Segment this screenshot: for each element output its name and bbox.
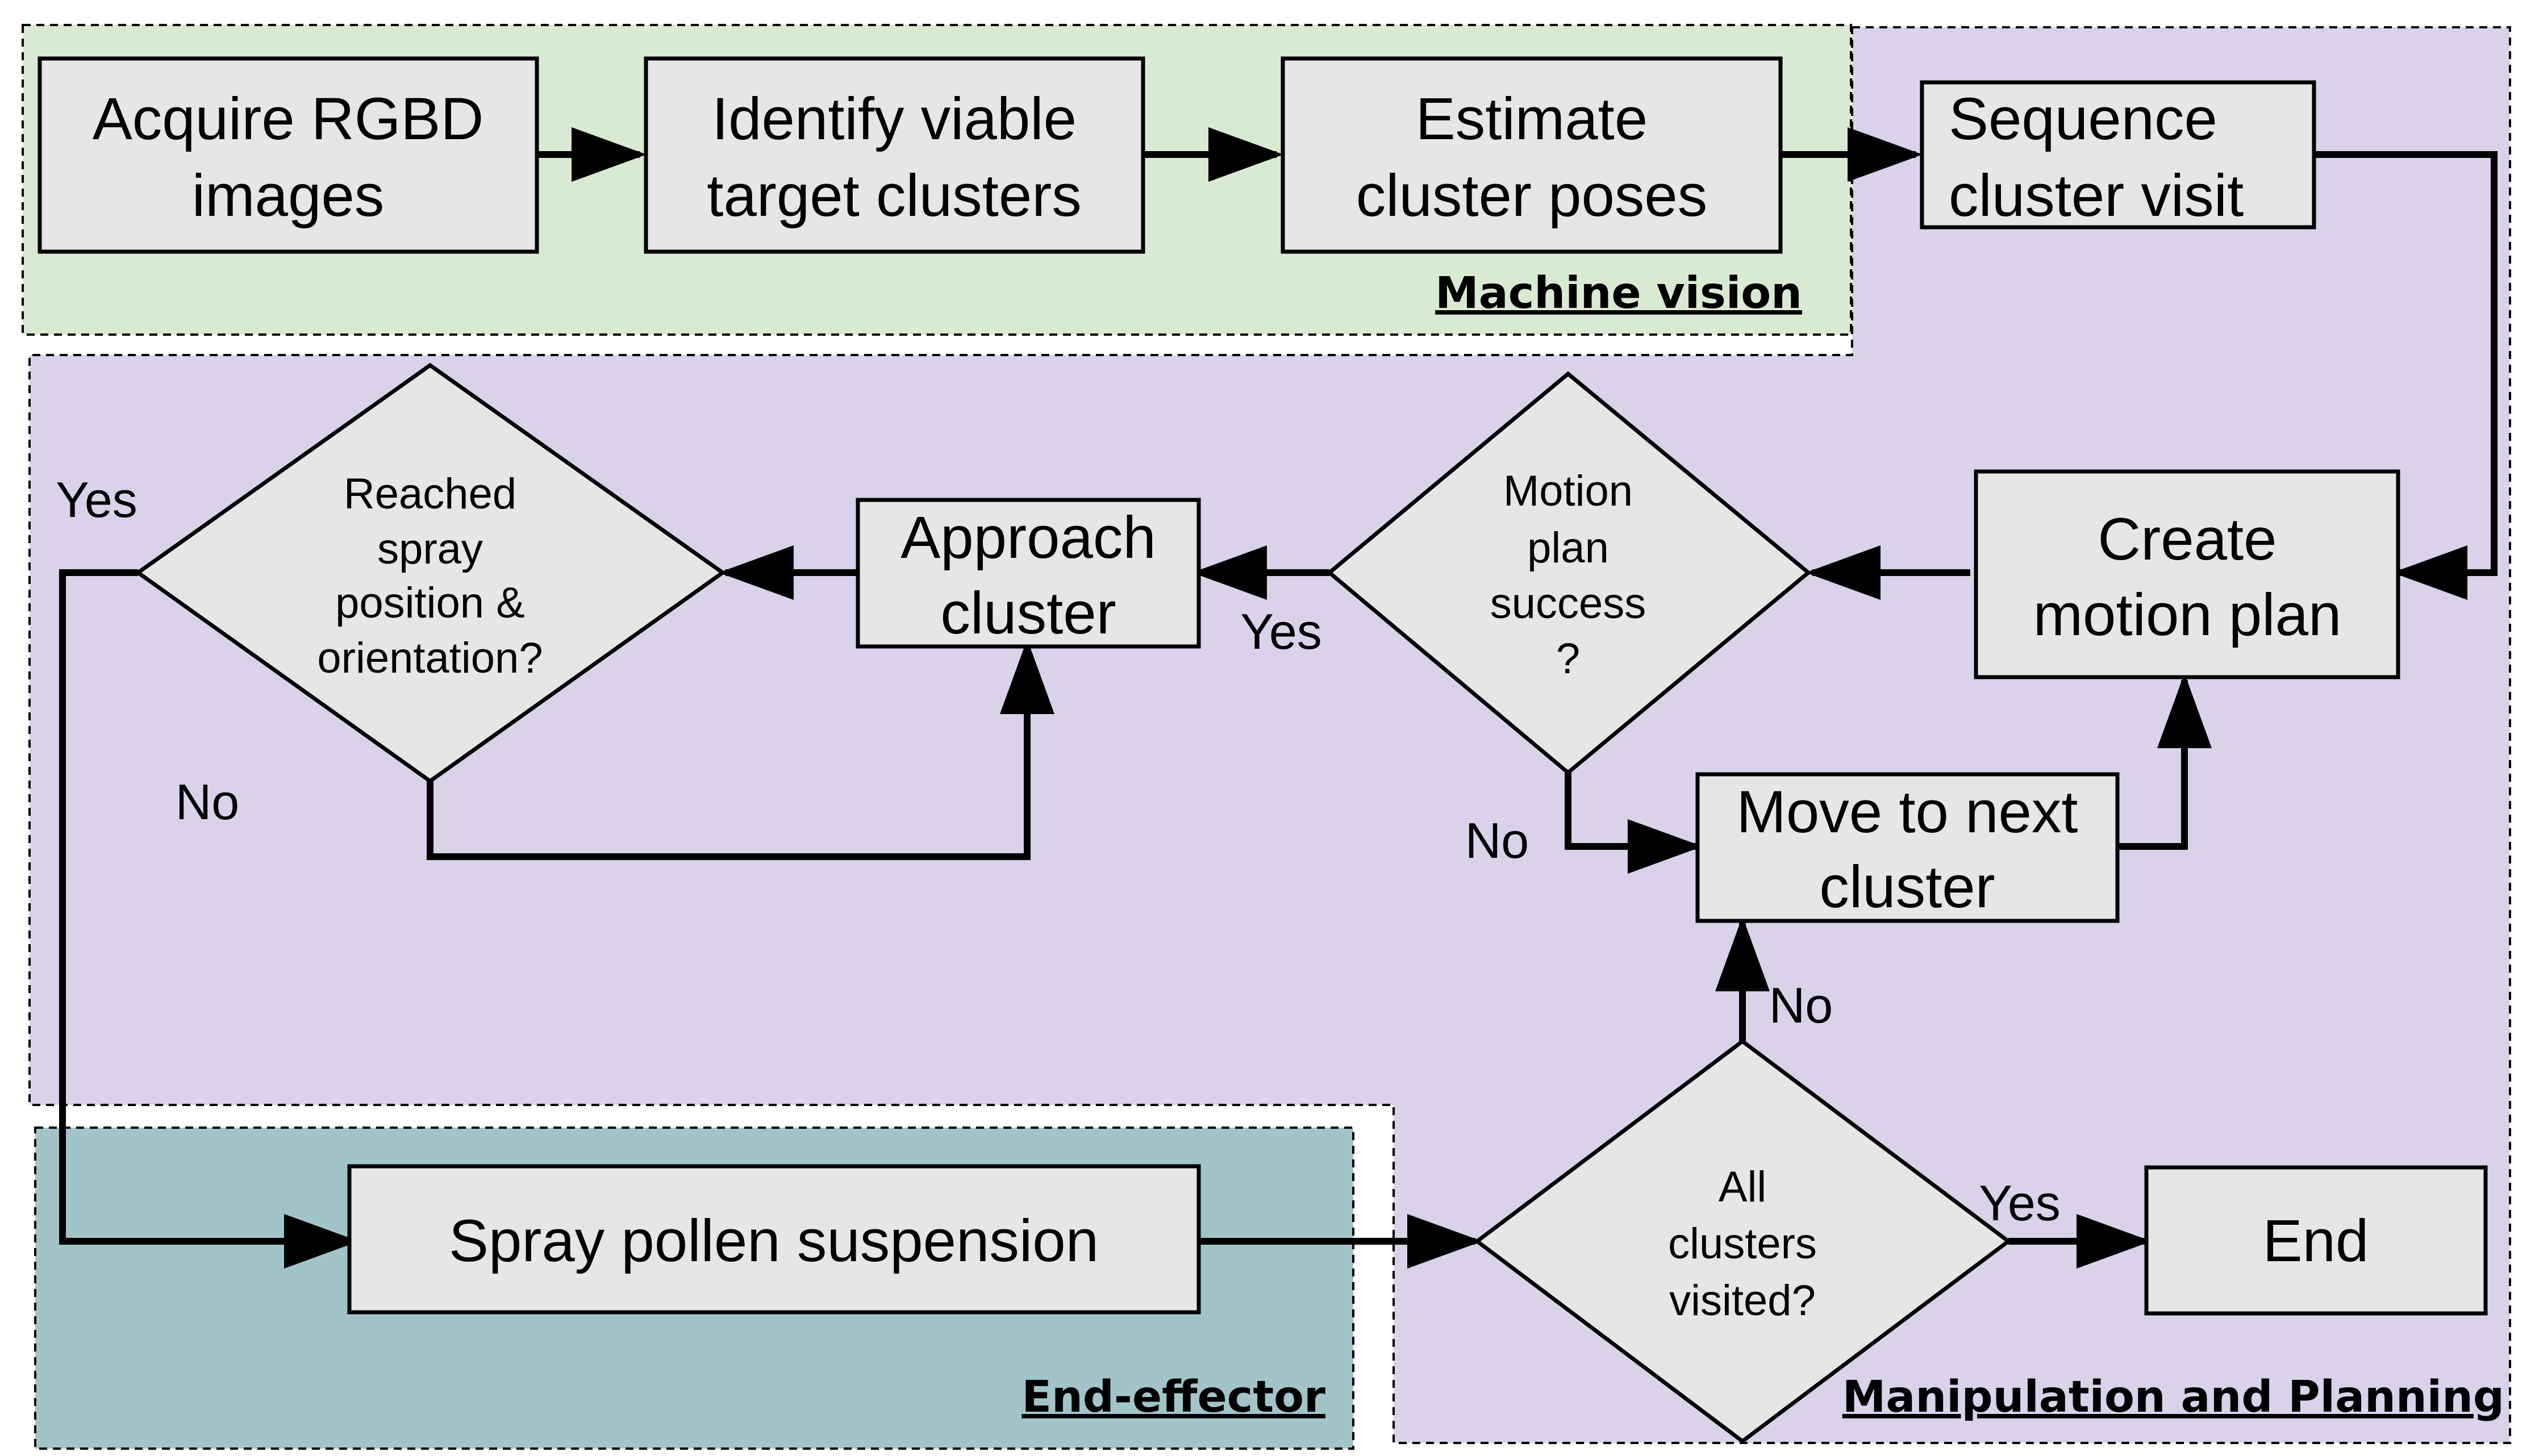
region-manipulation-and-planning	[28, 26, 2511, 1444]
edge-reached-no-to-approach	[427, 639, 1054, 860]
decision-motion-line-3: success	[1490, 579, 1646, 628]
decision-motion-line-1: Motion	[1503, 467, 1633, 515]
node-create-plan-line-2: motion plan	[2033, 582, 2342, 648]
node-move-next-line-2: cluster	[1819, 854, 1995, 920]
node-acquire-line-2: images	[192, 162, 384, 229]
decision-reached-line-1: Reached	[344, 470, 516, 518]
decision-motion-plan-success: Motion plan success ?	[1326, 371, 1812, 775]
edge-label-motion-yes: Yes	[1240, 603, 1322, 660]
decision-reached-line-2: spray	[377, 525, 483, 573]
edge-sequence-to-create-plan	[2314, 151, 2498, 600]
decision-visited-line-2: clusters	[1668, 1220, 1817, 1268]
edge-label-reached-no: No	[176, 774, 240, 830]
decision-visited-line-1: All	[1719, 1163, 1766, 1211]
decision-all-clusters-visited: All clusters visited?	[1474, 1038, 2012, 1444]
decision-reached-line-4: orientation?	[317, 634, 543, 682]
decision-motion-line-2: plan	[1527, 524, 1609, 572]
edge-label-visited-no: No	[1769, 977, 1833, 1033]
node-identify-line-2: target clusters	[707, 162, 1081, 229]
node-approach-line-2: cluster	[940, 580, 1116, 646]
node-end-line-1: End	[2263, 1208, 2369, 1274]
node-sequence-cluster-visit: Sequence cluster visit	[1920, 80, 2316, 230]
edge-move-next-to-create-plan	[2117, 673, 2212, 850]
connectors	[59, 127, 2498, 1269]
node-spray-pollen-suspension: Spray pollen suspension	[347, 1164, 1201, 1315]
node-spray-line-1: Spray pollen suspension	[449, 1208, 1099, 1274]
edge-reached-yes-to-spray	[59, 569, 359, 1269]
node-create-motion-plan: Create motion plan	[1974, 469, 2400, 679]
node-move-next-line-1: Move to next	[1736, 779, 2078, 845]
edge-label-visited-yes: Yes	[1979, 1175, 2061, 1231]
node-create-plan-line-1: Create	[2098, 506, 2277, 573]
edge-label-reached-yes: Yes	[56, 472, 137, 528]
node-identify-line-1: Identify viable	[712, 86, 1077, 152]
node-identify-viable-target-clusters: Identify viable target clusters	[644, 56, 1145, 254]
node-move-to-next-cluster: Move to next cluster	[1695, 772, 2120, 923]
node-estimate-line-2: cluster poses	[1356, 162, 1708, 229]
region-label-manipulation-and-planning: Manipulation and Planning	[1842, 1372, 2504, 1422]
node-end: End	[2144, 1165, 2488, 1316]
region-label-end-effector: End-effector	[1021, 1372, 1325, 1422]
edge-motion-success-no-to-move-next	[1565, 773, 1703, 874]
edge-label-motion-no: No	[1465, 812, 1529, 869]
decision-visited-line-3: visited?	[1669, 1276, 1816, 1325]
node-sequence-line-2: cluster visit	[1949, 162, 2244, 229]
decision-motion-line-4: ?	[1556, 635, 1580, 683]
node-estimate-cluster-poses: Estimate cluster poses	[1281, 56, 1783, 254]
node-approach-line-1: Approach	[900, 504, 1156, 571]
node-estimate-line-1: Estimate	[1416, 86, 1648, 152]
decision-reached-line-3: position &	[335, 579, 525, 627]
node-sequence-line-1: Sequence	[1949, 86, 2217, 152]
decision-reached-spray-position: Reached spray position & orientation?	[134, 362, 727, 784]
region-label-machine-vision: Machine vision	[1435, 268, 1802, 319]
node-approach-cluster: Approach cluster	[856, 498, 1201, 649]
node-acquire-rgbd-images: Acquire RGBD images	[37, 56, 539, 254]
node-acquire-line-1: Acquire RGBD	[93, 86, 484, 152]
